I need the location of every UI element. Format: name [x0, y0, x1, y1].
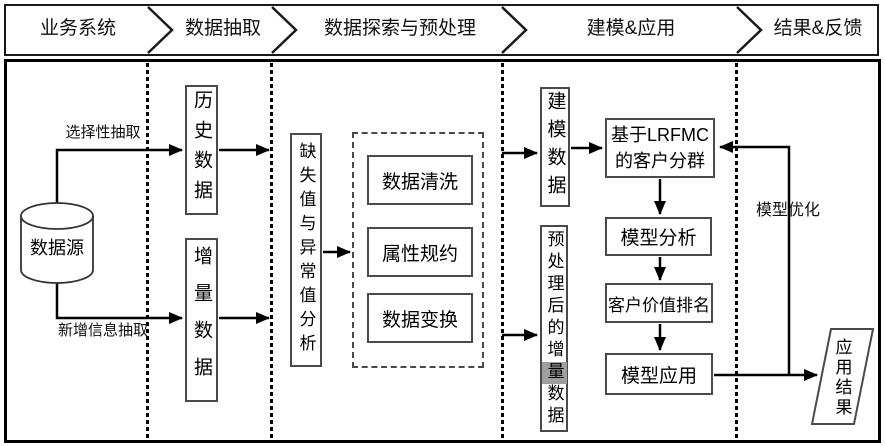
stage-modeling-application: 建模&应用	[586, 18, 676, 39]
new-info-extraction-label: 新增信息抽取	[57, 322, 148, 339]
stage-business-system: 业务系统	[39, 18, 116, 39]
model-application-box: 模型应用	[605, 353, 713, 395]
column-separator-4	[735, 63, 738, 440]
application-result-label: 应用结果	[832, 338, 852, 418]
model-optimization-label: 模型优化	[755, 202, 820, 219]
lrfmc-segmentation-line2: 的客户分群	[615, 151, 705, 171]
incremental-data-box: 增量数据	[185, 238, 218, 402]
lrfmc-segmentation-box: 基于LRFMC 的客户分群	[605, 118, 715, 178]
data-source-label: 数据源	[30, 238, 84, 258]
historical-data-box: 历史数据	[185, 85, 218, 215]
stage-result-feedback: 结果&反馈	[773, 18, 863, 39]
preprocess-group-box	[352, 132, 484, 368]
data-cleaning-box: 数据清洗	[367, 155, 473, 205]
stage-data-exploration: 数据探索与预处理	[323, 18, 476, 39]
modeling-data-box: 建模数据	[540, 87, 570, 207]
highlighted-character: 量	[541, 361, 567, 384]
customer-value-ranking-box: 客户价值排名	[605, 283, 713, 323]
model-analysis-box: 模型分析	[605, 217, 712, 256]
data-transformation-box: 数据变换	[367, 293, 473, 343]
preprocessed-incremental-data-box: 预处理后的增量数据	[540, 225, 568, 432]
stage-data-extraction: 数据抽取	[184, 18, 261, 39]
column-separator-1	[146, 63, 149, 440]
selective-extraction-label: 选择性抽取	[65, 124, 141, 141]
lrfmc-segmentation-line1: 基于LRFMC	[611, 125, 709, 145]
preprocessed-incremental-text-1: 预处理后的增	[544, 229, 564, 362]
column-separator-3	[501, 63, 504, 440]
attribute-reduction-box: 属性规约	[367, 227, 473, 277]
column-separator-2	[270, 63, 273, 440]
missing-outlier-analysis-box: 缺失值与异常值分析	[290, 133, 322, 367]
preprocessed-incremental-text-2: 数据	[544, 383, 564, 428]
